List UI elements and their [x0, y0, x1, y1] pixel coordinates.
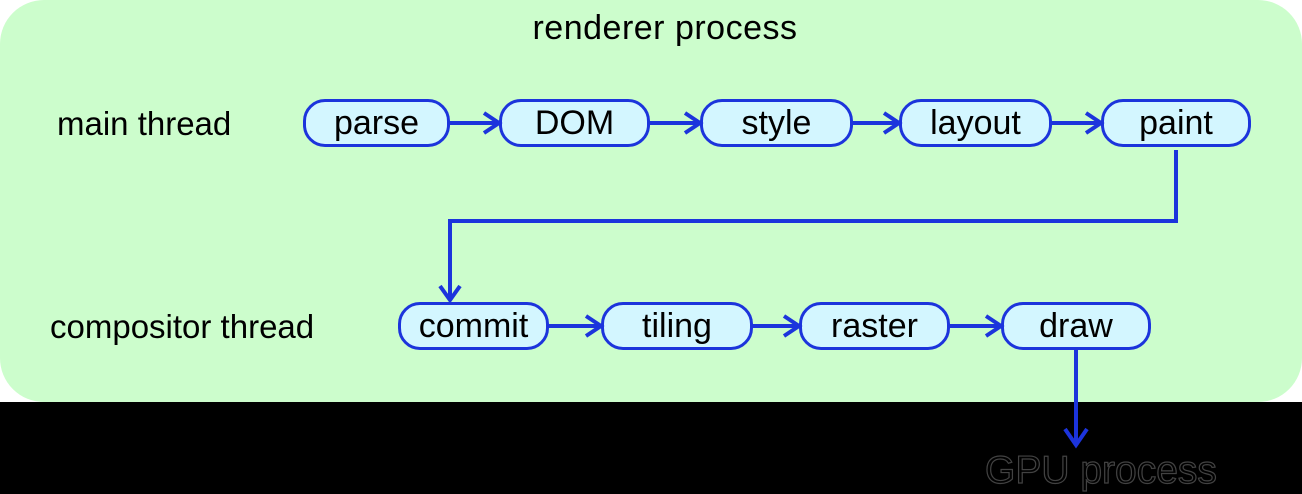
node-raster: raster: [799, 302, 950, 350]
node-tiling: tiling: [601, 302, 753, 350]
diagram-title: renderer process: [532, 9, 798, 47]
node-draw: draw: [1001, 302, 1151, 350]
node-dom: DOM: [499, 99, 650, 147]
node-parse: parse: [303, 99, 450, 147]
node-style: style: [700, 99, 853, 147]
main-thread-label: main thread: [57, 105, 232, 142]
node-paint: paint: [1101, 99, 1251, 147]
compositor-thread-label: compositor thread: [50, 308, 315, 345]
renderer-process-box: renderer process main thread compositor …: [0, 0, 1302, 402]
node-layout: layout: [899, 99, 1052, 147]
white-canvas: renderer process main thread compositor …: [0, 0, 1302, 402]
gpu-process-label: GPU process: [984, 448, 1217, 492]
node-commit: commit: [398, 302, 549, 350]
